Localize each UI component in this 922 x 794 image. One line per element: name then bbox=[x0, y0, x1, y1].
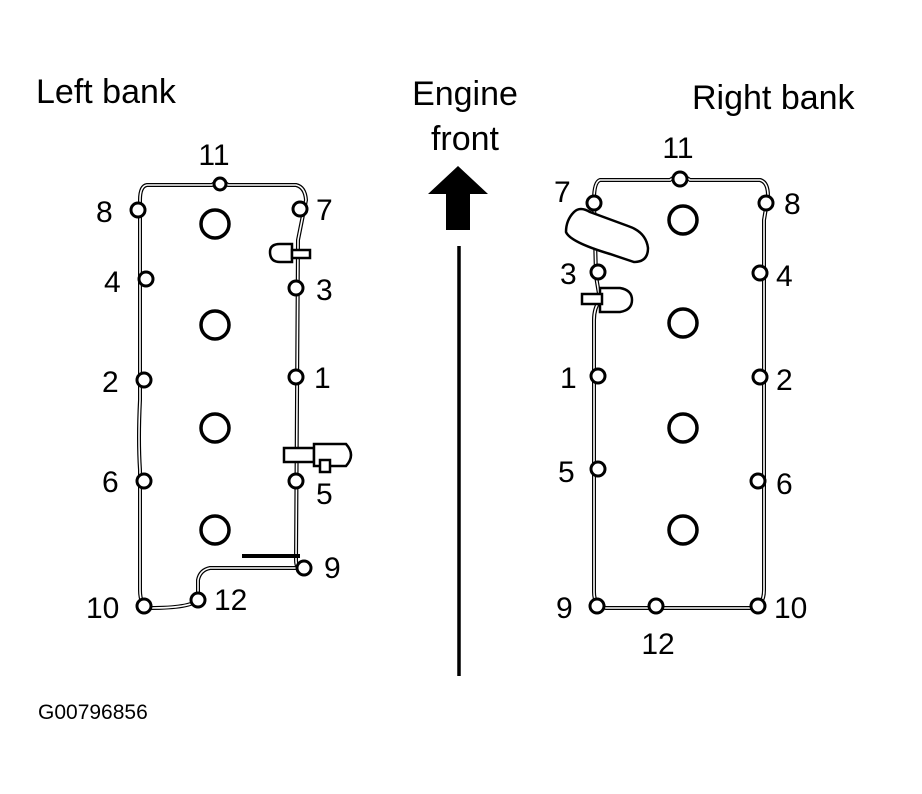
left-spark-plug-hole-1 bbox=[199, 208, 231, 240]
left-pcv-fitting-icon bbox=[268, 242, 312, 264]
left-bolt-label-5: 5 bbox=[316, 478, 333, 511]
left-bolt-10 bbox=[135, 597, 153, 615]
right-bolt-6 bbox=[749, 472, 767, 490]
left-bolt-11 bbox=[212, 176, 228, 192]
left-bolt-5 bbox=[287, 472, 305, 490]
left-spark-plug-hole-4 bbox=[199, 514, 231, 546]
right-bolt-8 bbox=[757, 194, 775, 212]
left-bolt-label-3: 3 bbox=[316, 274, 333, 307]
right-bolt-label-11: 11 bbox=[662, 132, 693, 165]
right-bolt-2 bbox=[751, 368, 769, 386]
right-bolt-label-8: 8 bbox=[784, 188, 801, 221]
right-bolt-label-7: 7 bbox=[554, 176, 571, 209]
right-bolt-label-1: 1 bbox=[560, 362, 577, 395]
left-bolt-label-12: 12 bbox=[214, 584, 247, 617]
left-bolt-6 bbox=[135, 472, 153, 490]
left-bolt-7 bbox=[291, 200, 309, 218]
left-hose-fitting-icon bbox=[282, 442, 353, 474]
left-bolt-4 bbox=[137, 270, 155, 288]
right-oil-filler-icon bbox=[564, 207, 650, 264]
engine-front-arrow-icon bbox=[428, 166, 488, 676]
left-bank-title: Left bank bbox=[36, 73, 177, 111]
right-spark-plug-hole-3 bbox=[667, 412, 699, 444]
left-bolt-label-10: 10 bbox=[86, 592, 119, 625]
right-spark-plug-hole-1 bbox=[667, 204, 699, 236]
right-bolt-label-5: 5 bbox=[558, 456, 575, 489]
left-bolt-3 bbox=[287, 279, 305, 297]
right-bolt-label-3: 3 bbox=[560, 258, 577, 291]
left-bolt-8 bbox=[129, 201, 147, 219]
right-bank-title: Right bank bbox=[692, 79, 856, 117]
right-bolt-3 bbox=[589, 263, 607, 281]
left-bolt-label-4: 4 bbox=[104, 266, 121, 299]
left-bolt-label-2: 2 bbox=[102, 366, 119, 399]
left-bolt-12 bbox=[189, 591, 207, 609]
figure-code: G00796856 bbox=[38, 701, 148, 724]
right-spark-plug-hole-4 bbox=[667, 514, 699, 546]
left-bolt-label-6: 6 bbox=[102, 466, 119, 499]
left-bolt-label-9: 9 bbox=[324, 552, 341, 585]
right-bolt-label-9: 9 bbox=[556, 592, 573, 625]
right-bolt-label-4: 4 bbox=[776, 260, 793, 293]
left-bolt-label-11: 11 bbox=[198, 139, 229, 172]
right-bolt-11 bbox=[671, 170, 689, 188]
right-bolt-label-2: 2 bbox=[776, 364, 793, 397]
right-bolt-10 bbox=[749, 597, 767, 615]
right-bolt-9 bbox=[588, 597, 606, 615]
left-bolt-label-8: 8 bbox=[96, 196, 113, 229]
left-bolt-label-1: 1 bbox=[314, 362, 331, 395]
right-spark-plug-hole-2 bbox=[667, 307, 699, 339]
right-bolt-4 bbox=[751, 264, 769, 282]
right-bolt-12 bbox=[647, 597, 665, 615]
right-bolt-5 bbox=[589, 460, 607, 478]
engine-front-label-line2: front bbox=[431, 120, 500, 158]
left-bolt-1 bbox=[287, 368, 305, 386]
right-bolt-1 bbox=[589, 367, 607, 385]
left-bolt-label-7: 7 bbox=[316, 194, 333, 227]
left-spark-plug-hole-2 bbox=[199, 309, 231, 341]
right-pcv-fitting-icon bbox=[580, 286, 634, 314]
engine-front-label-line1: Engine bbox=[412, 75, 518, 113]
right-bolt-7 bbox=[585, 194, 603, 212]
left-spark-plug-hole-3 bbox=[199, 412, 231, 444]
left-bank-gasket bbox=[137, 179, 308, 610]
right-bolt-label-12: 12 bbox=[641, 628, 674, 661]
left-bolt-2 bbox=[135, 371, 153, 389]
right-bolt-label-6: 6 bbox=[776, 468, 793, 501]
right-bolt-label-10: 10 bbox=[774, 592, 807, 625]
left-bolt-9 bbox=[295, 559, 313, 577]
